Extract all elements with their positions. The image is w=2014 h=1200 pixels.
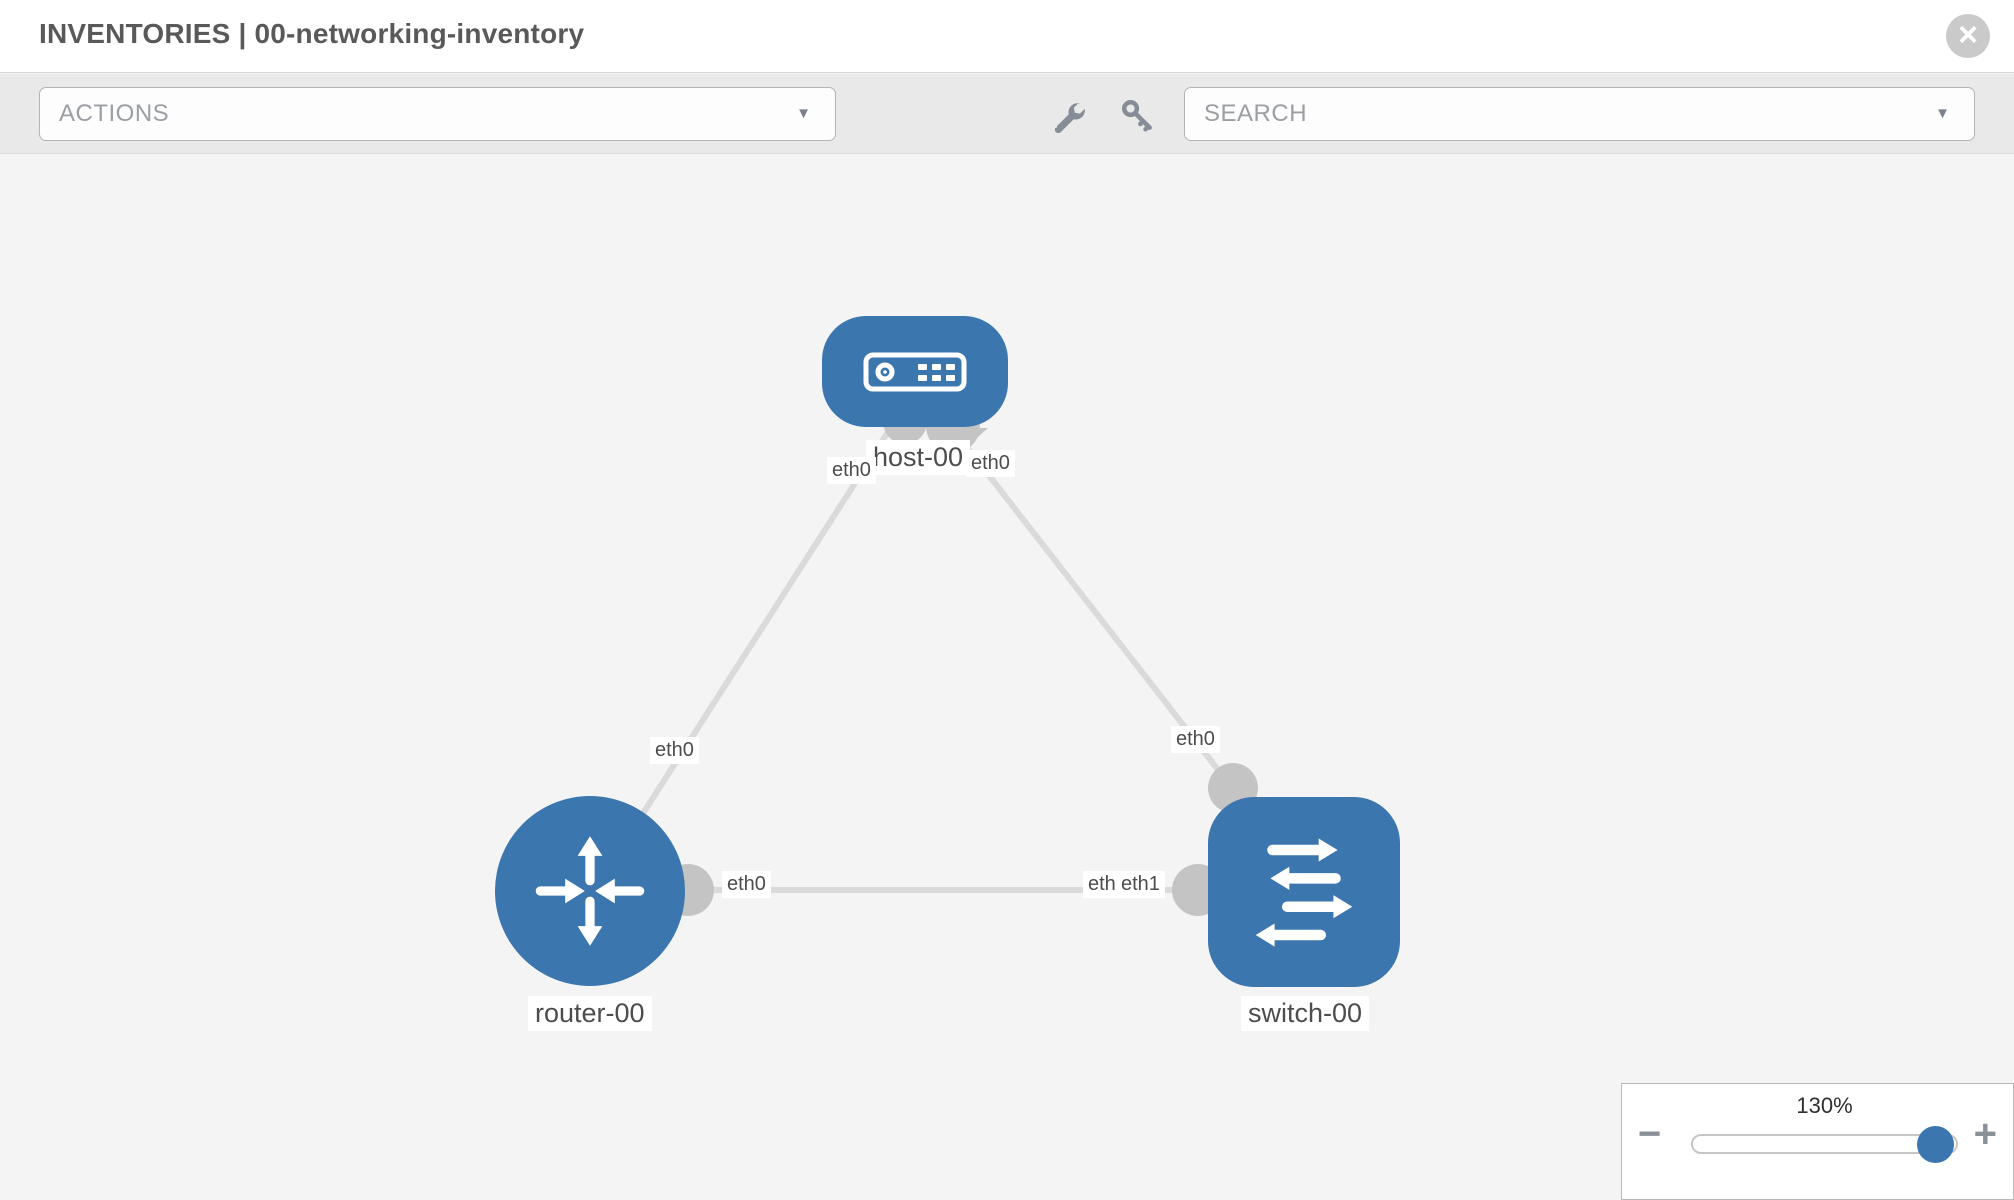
wrench-icon[interactable]: [1049, 97, 1085, 133]
node-label-router: router-00: [528, 996, 652, 1031]
close-icon[interactable]: ×: [1946, 14, 1990, 58]
iface-label-host-to-router: eth0: [827, 457, 876, 484]
key-icon[interactable]: [1119, 97, 1155, 133]
router-icon: [535, 836, 645, 946]
actions-dropdown-label: ACTIONS: [59, 100, 170, 127]
search-combobox[interactable]: ▼: [1184, 87, 1975, 141]
host-icon: [863, 352, 967, 391]
node-host-00[interactable]: [822, 316, 1008, 427]
chevron-down-icon: ▼: [796, 105, 811, 123]
zoom-control-panel: 130% − +: [1621, 1083, 2014, 1200]
node-switch-00[interactable]: [1208, 797, 1400, 987]
zoom-in-button[interactable]: +: [1973, 1112, 1997, 1156]
search-input[interactable]: [1204, 100, 1974, 128]
zoom-out-button[interactable]: −: [1638, 1112, 1662, 1156]
iface-label-router-to-switch: eth0: [722, 871, 771, 898]
node-label-host: host-00: [866, 440, 971, 475]
iface-label-switch-to-router-eth1: eth1: [1116, 871, 1165, 898]
title-bar: INVENTORIES | 00-networking-inventory ×: [0, 0, 2014, 73]
toolbar: ACTIONS ▼ ▼: [0, 74, 2014, 154]
iface-label-host-to-switch: eth0: [966, 450, 1015, 477]
page-title: INVENTORIES | 00-networking-inventory: [39, 18, 585, 49]
iface-label-switch-to-host: eth0: [1171, 726, 1220, 753]
node-label-switch: switch-00: [1241, 996, 1370, 1031]
zoom-slider[interactable]: [1691, 1126, 1958, 1163]
chevron-down-icon: ▼: [1935, 105, 1950, 123]
switch-icon: [1255, 838, 1353, 947]
zoom-level-value: 130%: [1796, 1093, 1853, 1118]
iface-label-router-to-host: eth0: [650, 737, 699, 764]
topology-canvas[interactable]: [0, 155, 2014, 1200]
node-router-00[interactable]: [495, 796, 685, 986]
actions-dropdown[interactable]: ACTIONS ▼: [39, 87, 836, 141]
zoom-slider-thumb[interactable]: [1917, 1126, 1954, 1163]
